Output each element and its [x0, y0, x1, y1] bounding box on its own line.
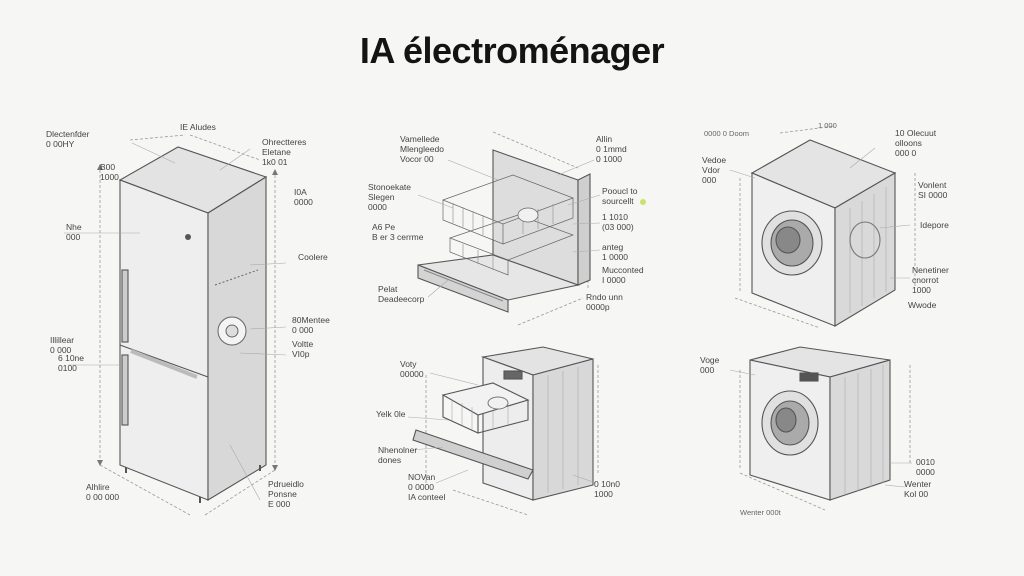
- dishwasher-body: [417, 149, 591, 313]
- fridge-label: Coolere: [298, 252, 328, 262]
- fridge-control-dial-icon: [214, 269, 259, 346]
- washer-small-body: [749, 346, 891, 501]
- dishwasher-rack: [442, 174, 574, 276]
- washer-top-label: Idepore: [920, 220, 949, 230]
- dishwasher-side-body: [412, 346, 594, 501]
- washer-bottom-label: Wenter 000t: [740, 508, 782, 517]
- page-title: IA électroménager: [359, 30, 665, 71]
- washer-door-icon: [761, 210, 881, 276]
- accent-dot: [640, 199, 646, 205]
- dishwasher-bottom-label: Yelk 0le: [376, 409, 406, 419]
- washer-small-door-icon: [761, 390, 819, 456]
- dishwasher-top-label: 1 1010(03 000): [602, 212, 634, 232]
- washer-top-label: Wwode: [908, 300, 937, 310]
- fridge-label: IE Aludes: [180, 122, 216, 132]
- washer-top-label: 1 000: [818, 121, 837, 130]
- washer-top-label: 0000 0 Doom: [704, 129, 749, 138]
